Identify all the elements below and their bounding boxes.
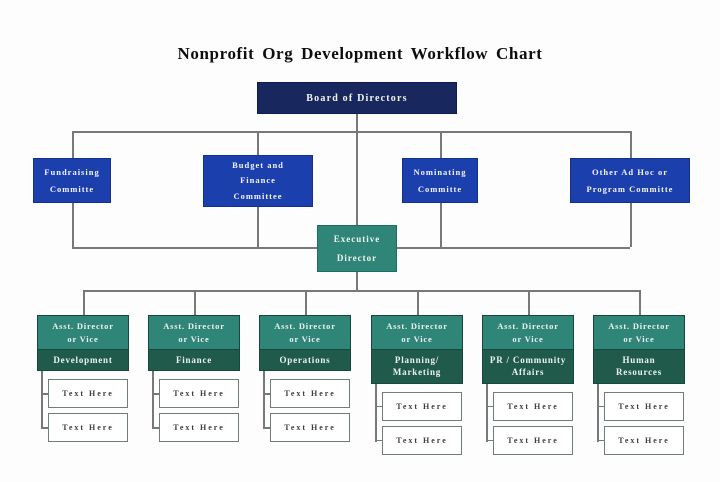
- department-role-label: Asst. Director or Vice: [594, 316, 684, 349]
- department-box-pr-community-affairs: Asst. Director or Vice PR / Community Af…: [482, 315, 574, 384]
- text-placeholder-box: Text Here: [159, 379, 239, 409]
- department-branch: Text Here Text Here: [37, 371, 129, 451]
- committee-box-budget-finance: Budget and Finance Committee: [203, 155, 313, 207]
- department-role-label: Asst. Director or Vice: [149, 316, 239, 349]
- department-role-label: Asst. Director or Vice: [483, 316, 573, 349]
- text-placeholder-box: Text Here: [159, 413, 239, 443]
- connector-departments-rail: [83, 290, 639, 292]
- department-name-label: Human Resources: [594, 348, 684, 383]
- text-placeholder-box: Text Here: [270, 379, 350, 409]
- department-branch: Text Here Text Here: [148, 371, 240, 451]
- committee-box-nominating: Nominating Committe: [402, 158, 478, 203]
- connector-branch-vline: [486, 383, 488, 442]
- department-column-planning-marketing: Asst. Director or Vice Planning/ Marketi…: [371, 315, 463, 464]
- department-box-finance: Asst. Director or Vice Finance: [148, 315, 240, 372]
- department-column-pr-community-affairs: Asst. Director or Vice PR / Community Af…: [482, 315, 574, 464]
- department-column-human-resources: Asst. Director or Vice Human Resources T…: [593, 315, 685, 464]
- department-box-planning-marketing: Asst. Director or Vice Planning/ Marketi…: [371, 315, 463, 384]
- department-role-label: Asst. Director or Vice: [38, 316, 128, 349]
- connector-branch-vline: [263, 371, 265, 430]
- connector-branch-elbow: [376, 439, 382, 442]
- connector-department-drop-4: [528, 290, 530, 315]
- connector-department-drop-2: [305, 290, 307, 315]
- connector-branch-elbow: [487, 405, 493, 408]
- text-placeholder-box: Text Here: [270, 413, 350, 443]
- department-branch: Text Here Text Here: [371, 383, 463, 464]
- department-column-finance: Asst. Director or Vice Finance Text Here…: [148, 315, 240, 451]
- connector-branch-elbow: [264, 393, 270, 395]
- department-name-label: Planning/ Marketing: [372, 348, 462, 383]
- text-placeholder-box: Text Here: [493, 425, 573, 455]
- connector-branch-elbow: [598, 439, 604, 442]
- department-branch: Text Here Text Here: [482, 383, 574, 464]
- connector-department-drop-5: [639, 290, 641, 315]
- committee-box-other-ad-hoc: Other Ad Hoc or Program Committe: [570, 158, 690, 203]
- connector-department-drop-0: [83, 290, 85, 315]
- connector-branch-elbow: [42, 393, 48, 395]
- connector-branch-elbow: [487, 439, 493, 442]
- text-placeholder-box: Text Here: [382, 425, 462, 455]
- text-placeholder-box: Text Here: [493, 391, 573, 421]
- department-column-development: Asst. Director or Vice Development Text …: [37, 315, 129, 451]
- connector-branch-elbow: [42, 427, 48, 429]
- connector-committees-top-rail: [72, 131, 630, 133]
- connector-board-trunk: [356, 114, 358, 225]
- department-branch: Text Here Text Here: [593, 383, 685, 464]
- connector-branch-elbow: [153, 427, 159, 429]
- department-box-development: Asst. Director or Vice Development: [37, 315, 129, 372]
- connector-branch-elbow: [376, 405, 382, 408]
- department-name-label: PR / Community Affairs: [483, 348, 573, 383]
- department-role-label: Asst. Director or Vice: [372, 316, 462, 349]
- text-placeholder-box: Text Here: [382, 391, 462, 421]
- department-column-operations: Asst. Director or Vice Operations Text H…: [259, 315, 351, 451]
- connector-executive-drop: [356, 272, 358, 290]
- department-role-label: Asst. Director or Vice: [260, 316, 350, 349]
- chart-title: Nonprofit Org Development Workflow Chart: [177, 44, 543, 63]
- text-placeholder-box: Text Here: [48, 413, 128, 443]
- text-placeholder-box: Text Here: [604, 425, 684, 455]
- text-placeholder-box: Text Here: [48, 379, 128, 409]
- connector-department-drop-3: [417, 290, 419, 315]
- connector-department-drop-1: [194, 290, 196, 315]
- department-box-operations: Asst. Director or Vice Operations: [259, 315, 351, 372]
- connector-branch-vline: [41, 371, 43, 430]
- text-placeholder-box: Text Here: [604, 391, 684, 421]
- department-name-label: Development: [38, 348, 128, 371]
- connector-branch-vline: [597, 383, 599, 442]
- department-box-human-resources: Asst. Director or Vice Human Resources: [593, 315, 685, 384]
- connector-branch-elbow: [598, 405, 604, 408]
- connector-branch-elbow: [264, 427, 270, 429]
- department-branch: Text Here Text Here: [259, 371, 351, 451]
- connector-branch-vline: [152, 371, 154, 430]
- board-of-directors-box: Board of Directors: [257, 82, 457, 114]
- connector-branch-elbow: [153, 393, 159, 395]
- department-name-label: Operations: [260, 348, 350, 371]
- committee-box-fundraising: Fundraising Committe: [33, 158, 111, 203]
- executive-director-box: Executive Director: [317, 225, 397, 272]
- department-name-label: Finance: [149, 348, 239, 371]
- connector-branch-vline: [375, 383, 377, 442]
